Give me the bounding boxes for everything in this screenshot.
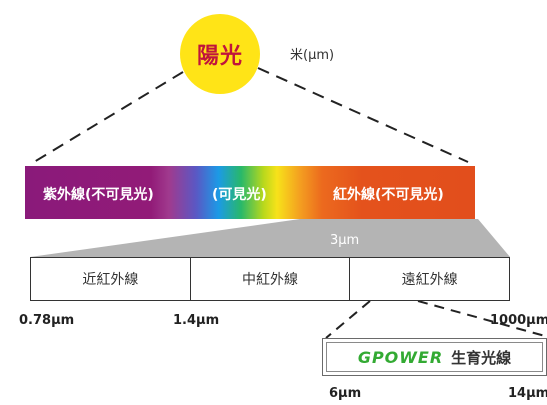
far-infrared-cell: 遠紅外線 xyxy=(401,272,458,288)
sun-circle: 陽光 xyxy=(180,14,260,94)
tick-0-78um: 0.78μm xyxy=(19,313,75,328)
tick-6um: 6μm xyxy=(329,386,362,401)
ir-expansion-funnel xyxy=(30,219,510,257)
sun-right-dashed-line xyxy=(257,67,469,163)
ir-range-label: 3μm xyxy=(330,233,360,248)
tick-1-4um: 1.4μm xyxy=(173,313,220,328)
gpower-right-dashed-line xyxy=(417,300,546,337)
visible-light-label: (可見光) xyxy=(212,187,267,203)
mid-infrared-cell: 中紅外線 xyxy=(191,258,351,300)
unit-label: 米(μm) xyxy=(290,48,335,63)
infrared-band-table: 近紅外線 中紅外線 遠紅外線 xyxy=(30,257,510,301)
tick-14um: 14μm xyxy=(508,386,547,401)
gpower-left-dashed-line xyxy=(325,300,371,339)
uv-label: 紫外線(不可見光) xyxy=(43,187,154,203)
sun-left-dashed-line xyxy=(33,71,184,163)
infrared-label: 紅外線(不可見光) xyxy=(333,187,444,203)
sun-label: 陽光 xyxy=(196,44,243,69)
gpower-growth-light-box: GPOWER 生育光線 xyxy=(322,338,547,376)
tick-1000um: 1000μm xyxy=(490,313,547,328)
gpower-logo: GPOWER xyxy=(357,347,444,367)
light-spectrum-bar: 紫外線(不可見光) (可見光) 紅外線(不可見光) xyxy=(25,166,475,219)
gpower-inner-border xyxy=(326,342,543,372)
near-infrared-cell: 近紅外線 xyxy=(31,258,191,300)
growth-light-label: 生育光線 xyxy=(451,348,512,367)
